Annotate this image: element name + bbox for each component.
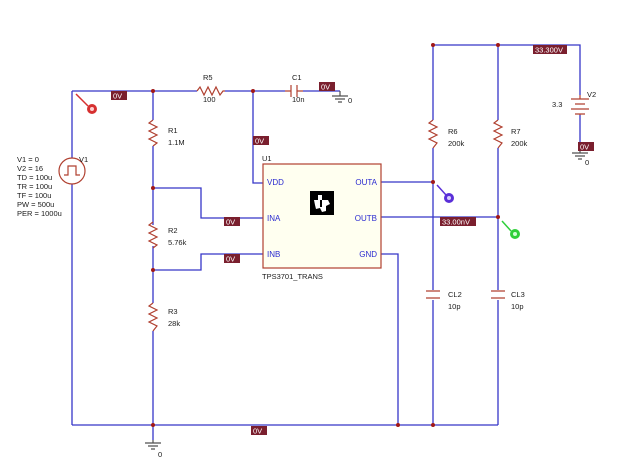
v2-name: V2 <box>587 90 596 99</box>
junction <box>431 43 435 47</box>
svg-text:0V: 0V <box>113 92 122 101</box>
voltage-tag-c1-right[interactable]: 0V <box>319 82 335 92</box>
voltage-probe-icon[interactable] <box>501 220 520 239</box>
ground-label: 0 <box>158 450 162 459</box>
v1-param: V2 = 16 <box>17 164 43 173</box>
ic-u1[interactable]: U1 TPS3701_TRANS VDD INA INB OUTA OUTB G… <box>262 154 382 281</box>
pulse-source-v1[interactable]: V1 <box>58 155 88 185</box>
r3-value: 28k <box>168 319 180 328</box>
cl2-value: 10p <box>448 302 461 311</box>
v1-param: TD = 100u <box>17 173 52 182</box>
capacitor-c1[interactable]: C1 10n <box>285 73 305 104</box>
svg-text:0V: 0V <box>253 427 262 436</box>
junction <box>396 423 400 427</box>
supply-rail <box>433 44 581 95</box>
svg-text:33.00nV: 33.00nV <box>442 218 470 227</box>
resistor-r2[interactable]: R2 5.76k <box>147 221 187 249</box>
junction <box>496 43 500 47</box>
v2-value: 3.3 <box>552 100 562 109</box>
cl2-name: CL2 <box>448 290 462 299</box>
pin-inb: INB <box>267 250 280 259</box>
voltage-tag-v1-node[interactable]: 0V <box>111 91 127 101</box>
junction <box>431 180 435 184</box>
r7-name: R7 <box>511 127 521 136</box>
ina-wire <box>153 187 263 219</box>
junctions <box>151 43 500 427</box>
junction <box>151 268 155 272</box>
junction <box>151 423 155 427</box>
voltage-tag-ina[interactable]: 0V <box>224 217 240 227</box>
resistor-r6[interactable]: R6 200k <box>427 119 465 149</box>
dc-source-v2[interactable]: V2 3.3 <box>552 90 596 115</box>
resistor-r1[interactable]: R1 1.1M <box>147 119 185 147</box>
inb-wire <box>153 253 263 271</box>
c1-name: C1 <box>292 73 302 82</box>
voltage-probe-icon[interactable] <box>436 184 454 203</box>
voltage-tag-outb[interactable]: 33.00nV <box>440 217 476 227</box>
junction <box>496 215 500 219</box>
svg-text:0V: 0V <box>226 255 235 264</box>
pin-ina: INA <box>267 214 281 223</box>
voltage-tag-inb[interactable]: 0V <box>224 254 240 264</box>
resistor-r7[interactable]: R7 200k <box>492 119 528 149</box>
pin-outb: OUTB <box>355 214 377 223</box>
ground-icon: 0 <box>145 440 162 459</box>
gnd-pin-wire <box>381 253 399 425</box>
voltage-probe-icon[interactable] <box>75 93 97 114</box>
v1-param: TR = 100u <box>17 182 52 191</box>
capacitor-cl2[interactable]: CL2 10p <box>426 290 462 311</box>
voltage-tag-v2-neg[interactable]: 0V <box>578 142 594 152</box>
wires <box>71 44 581 440</box>
pin-outa: OUTA <box>355 178 377 187</box>
ti-logo-icon <box>310 191 334 215</box>
r5-name: R5 <box>203 73 213 82</box>
voltage-tag-vdd[interactable]: 0V <box>253 136 269 146</box>
r6-value: 200k <box>448 139 465 148</box>
v1-param: PER = 1000u <box>17 209 62 218</box>
ground-icon: 0 <box>332 91 352 105</box>
vdd-wire <box>252 91 263 184</box>
r5-value: 100 <box>203 95 216 104</box>
r2-value: 5.76k <box>168 238 187 247</box>
cl3-value: 10p <box>511 302 524 311</box>
capacitor-cl3[interactable]: CL3 10p <box>491 290 525 311</box>
svg-text:0V: 0V <box>580 143 589 152</box>
junction <box>151 186 155 190</box>
cl3-name: CL3 <box>511 290 525 299</box>
svg-text:0V: 0V <box>255 137 264 146</box>
resistor-r5[interactable]: R5 100 <box>196 73 225 104</box>
v1-params: V1 = 0 V2 = 16 TD = 100u TR = 100u TF = … <box>17 155 62 218</box>
pin-gnd: GND <box>359 250 377 259</box>
svg-text:0V: 0V <box>226 218 235 227</box>
r6-name: R6 <box>448 127 458 136</box>
u1-part: TPS3701_TRANS <box>262 272 323 281</box>
ground-label: 0 <box>348 96 352 105</box>
v1-param: TF = 100u <box>17 191 51 200</box>
ground-label: 0 <box>585 158 589 167</box>
voltage-tag-supply[interactable]: 33.300V <box>533 45 567 55</box>
r2-name: R2 <box>168 226 178 235</box>
r7-value: 200k <box>511 139 528 148</box>
r1-name: R1 <box>168 126 178 135</box>
svg-text:0V: 0V <box>321 83 330 92</box>
svg-text:33.300V: 33.300V <box>535 46 563 55</box>
pin-vdd: VDD <box>267 178 284 187</box>
c1-value: 10n <box>292 95 305 104</box>
junction <box>431 423 435 427</box>
junction <box>251 89 255 93</box>
v1-name: V1 <box>79 155 88 164</box>
u1-name: U1 <box>262 154 272 163</box>
resistor-r3[interactable]: R3 28k <box>147 302 180 332</box>
v1-param: PW = 500u <box>17 200 54 209</box>
junction <box>151 89 155 93</box>
r3-name: R3 <box>168 307 178 316</box>
v1-param: V1 = 0 <box>17 155 39 164</box>
voltage-tag-gnd-bus[interactable]: 0V <box>251 426 267 436</box>
r1-value: 1.1M <box>168 138 185 147</box>
